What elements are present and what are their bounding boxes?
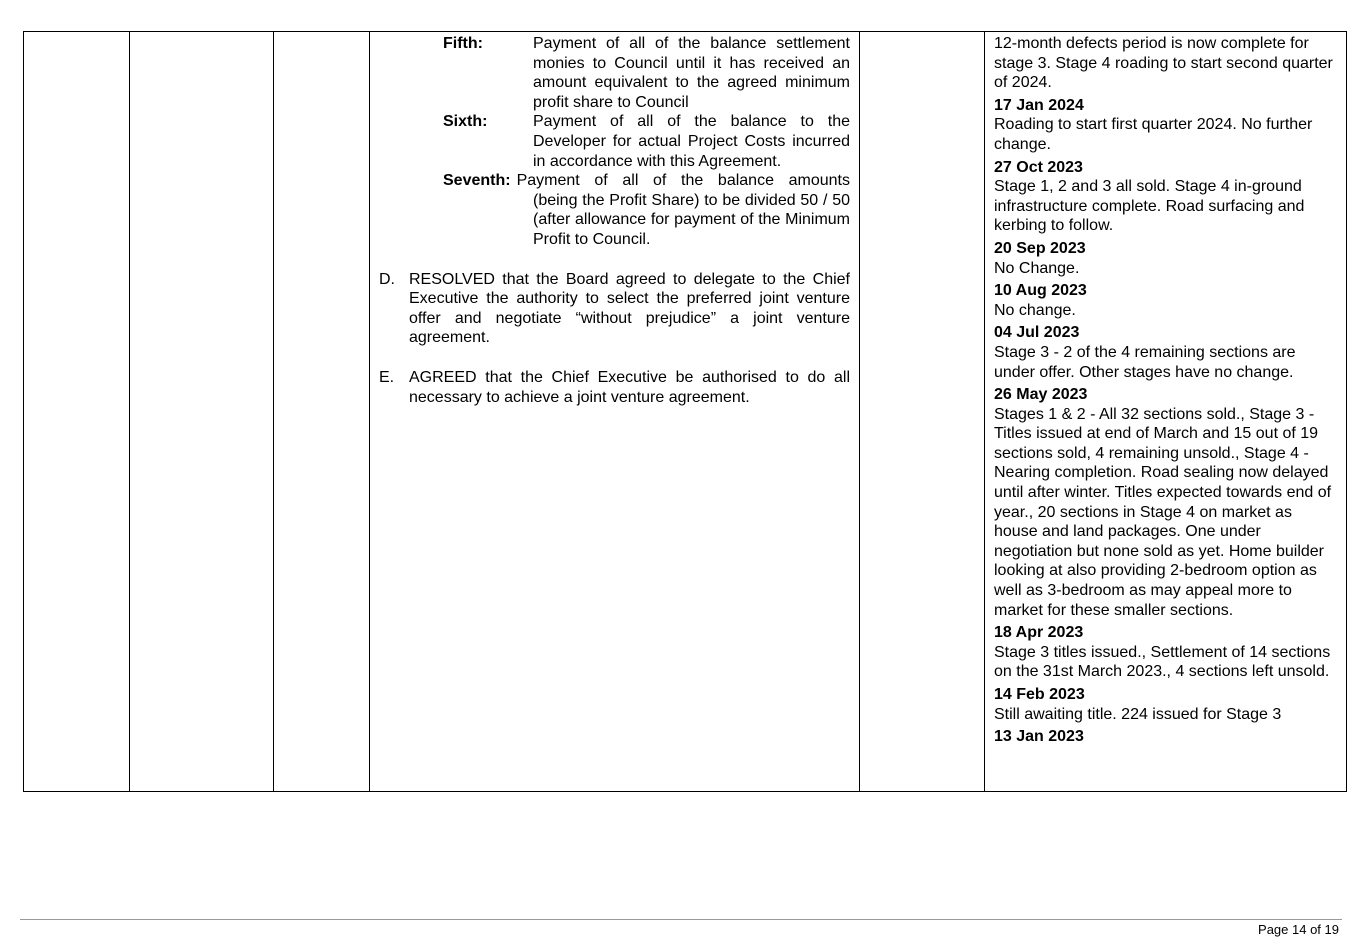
clause-text: (being the Profit Share) to be divided 5… bbox=[533, 191, 850, 248]
empty-cell-1 bbox=[23, 31, 130, 792]
note-date: 18 Apr 2023 bbox=[994, 624, 1084, 642]
note-text: No Change. bbox=[994, 259, 1080, 277]
note-date: 14 Feb 2023 bbox=[994, 686, 1085, 703]
note-text: Stage 3 - 2 of the 4 remaining sections … bbox=[994, 343, 1296, 381]
note-date: 10 Aug 2023 bbox=[994, 282, 1087, 300]
note-text: Roading to start first quarter 2024. No … bbox=[994, 116, 1313, 153]
status-notes-cell: 12-month defects period is now complete … bbox=[984, 31, 1347, 792]
resolution-text: AGREED that the Chief Executive be autho… bbox=[409, 368, 850, 406]
resolution-letter: D. bbox=[379, 270, 395, 288]
note-text: Stages 1 & 2 - All 32 sections sold., St… bbox=[994, 405, 1332, 619]
note-text: Still awaiting title. 224 issued for Sta… bbox=[994, 705, 1282, 723]
note-date: 27 Oct 2023 bbox=[994, 158, 1083, 176]
note-text: Stage 3 titles issued., Settlement of 14… bbox=[994, 643, 1331, 681]
clause-label: Sixth: bbox=[443, 113, 488, 131]
clause-label: Seventh: bbox=[443, 172, 511, 190]
note-date: 20 Sep 2023 bbox=[994, 239, 1086, 257]
empty-cell-2 bbox=[129, 31, 274, 792]
table-row: Fifth: Payment of all of the balance set… bbox=[23, 31, 1347, 792]
resolution-e: E. AGREED that the Chief Executive be au… bbox=[379, 368, 850, 407]
note-text: 12-month defects period is now complete … bbox=[994, 35, 1333, 92]
status-notes: 12-month defects period is now complete … bbox=[985, 32, 1346, 747]
page-number: Page 14 of 19 bbox=[1258, 922, 1339, 937]
resolutions-table: Fifth: Payment of all of the balance set… bbox=[23, 31, 1347, 792]
note-date: 13 Jan 2023 bbox=[994, 728, 1084, 746]
clause-text: Payment of all of the balance settlement… bbox=[533, 35, 850, 111]
note-date: 17 Jan 2024 bbox=[994, 96, 1084, 114]
resolution-content: Fifth: Payment of all of the balance set… bbox=[370, 32, 859, 407]
resolution-letter: E. bbox=[379, 368, 395, 386]
clause-seventh: Seventh: Payment of all of the balance a… bbox=[379, 171, 850, 249]
clause-sixth: Sixth: Payment of all of the balance to … bbox=[379, 112, 850, 171]
clause-text: Payment of all of the balance to the Dev… bbox=[533, 113, 850, 170]
empty-cell-3 bbox=[273, 31, 370, 792]
note-date: 04 Jul 2023 bbox=[994, 324, 1080, 342]
clause-fifth: Fifth: Payment of all of the balance set… bbox=[379, 34, 850, 112]
clause-text-first-line: Payment of all of the balance amounts bbox=[516, 172, 850, 190]
footer-divider bbox=[20, 919, 1342, 920]
resolution-cell: Fifth: Payment of all of the balance set… bbox=[369, 31, 860, 792]
resolution-d: D. RESOLVED that the Board agreed to del… bbox=[379, 270, 850, 348]
note-date: 26 May 2023 bbox=[994, 386, 1088, 404]
note-text: No change. bbox=[994, 301, 1076, 319]
empty-cell-5 bbox=[859, 31, 985, 792]
resolution-text: RESOLVED that the Board agreed to delega… bbox=[409, 270, 850, 347]
clause-label: Fifth: bbox=[443, 35, 483, 52]
note-text: Stage 1, 2 and 3 all sold. Stage 4 in-gr… bbox=[994, 178, 1305, 235]
